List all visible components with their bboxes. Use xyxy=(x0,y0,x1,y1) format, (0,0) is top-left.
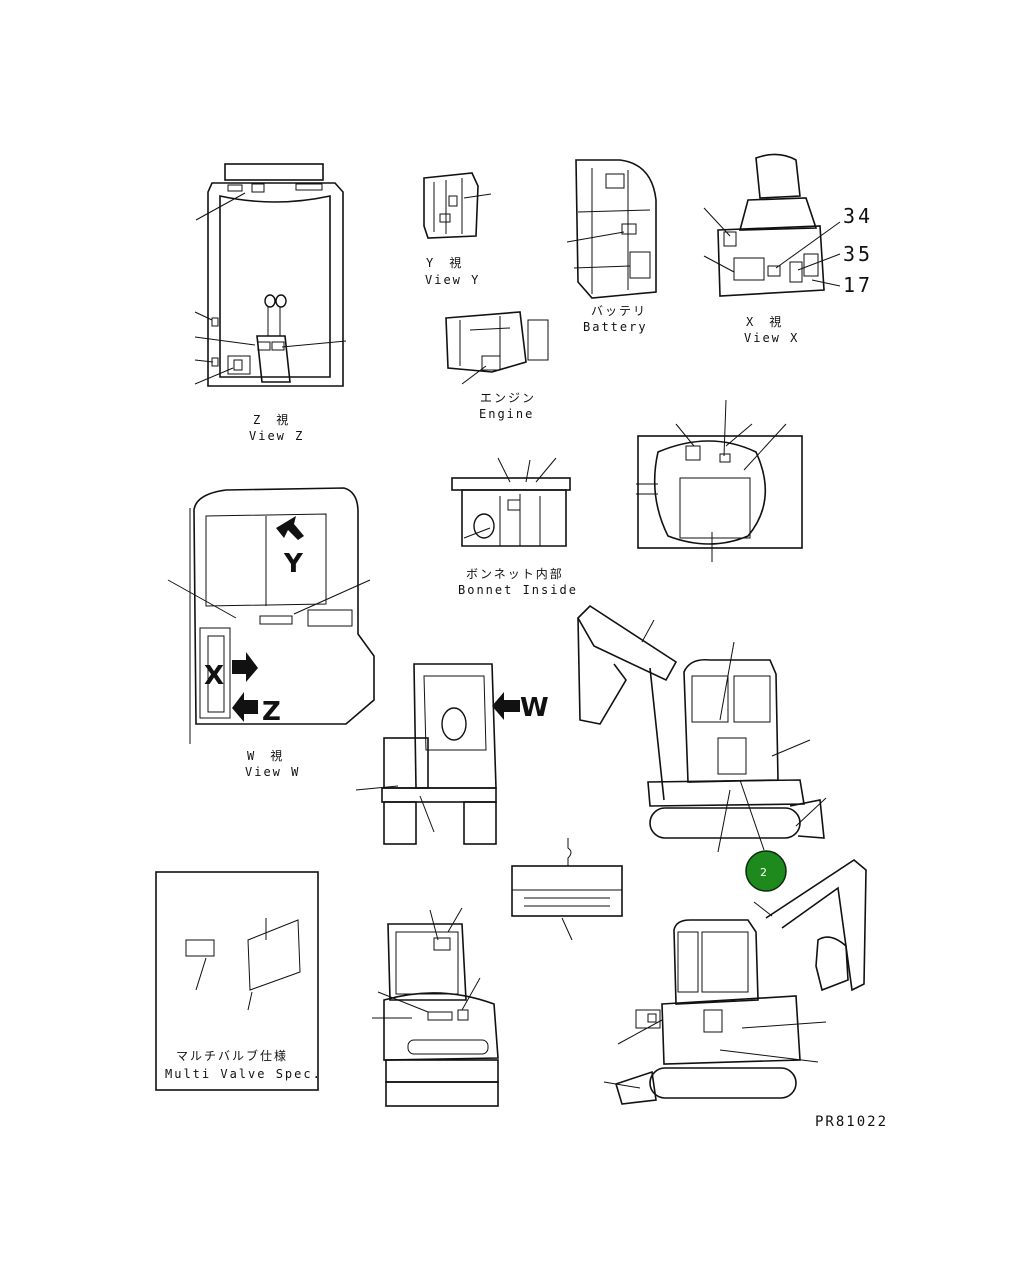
arrow-w-label: W xyxy=(520,693,549,723)
view-x-jp: X 視 xyxy=(746,314,783,329)
decal-drawing xyxy=(511,838,623,941)
view-z-drawing xyxy=(194,163,347,387)
drawing-number: PR81022 xyxy=(815,1114,888,1130)
view-z-jp: Z 視 xyxy=(253,412,290,427)
marker-circle xyxy=(745,850,787,892)
engine-jp: エンジン xyxy=(480,391,536,405)
view-z-en: View Z xyxy=(249,429,304,443)
view-w-jp: W 視 xyxy=(247,748,284,763)
top-view-drawing xyxy=(636,399,803,562)
engine-en: Engine xyxy=(479,407,534,421)
marker-label: 2 xyxy=(760,866,767,879)
view-y-drawing xyxy=(423,172,492,239)
battery-en: Battery xyxy=(583,320,648,334)
arrow-y-label: Y xyxy=(283,549,304,579)
multi-valve-jp: マルチバルブ仕様 xyxy=(176,1048,288,1063)
callout-17: 17 xyxy=(843,273,873,297)
front-view-lower-drawing xyxy=(372,907,499,1107)
view-w-drawing xyxy=(167,487,375,744)
rear-view-drawing xyxy=(355,663,520,845)
bonnet-en: Bonnet Inside xyxy=(458,583,578,597)
view-w-en: View W xyxy=(245,765,300,779)
battery-drawing xyxy=(566,159,657,299)
view-x-drawing xyxy=(703,153,841,297)
side-view-upper-drawing xyxy=(577,604,827,853)
view-y-en: View Y xyxy=(425,273,480,287)
view-x-en: View X xyxy=(744,331,799,345)
arrow-z-label: Z xyxy=(262,697,281,727)
callout-35: 35 xyxy=(843,242,873,266)
battery-jp: バッテリ xyxy=(591,304,647,318)
side-view-lower-drawing xyxy=(603,859,867,1105)
arrow-x-label: X xyxy=(204,661,224,691)
multi-valve-en: Multi Valve Spec. xyxy=(165,1067,322,1081)
callout-34: 34 xyxy=(843,204,873,228)
bonnet-jp: ボンネット内部 xyxy=(466,566,564,581)
view-y-jp: Y 視 xyxy=(426,255,463,270)
bonnet-drawing xyxy=(451,457,571,547)
engine-drawing xyxy=(445,311,549,385)
multi-valve-box xyxy=(155,871,319,1091)
